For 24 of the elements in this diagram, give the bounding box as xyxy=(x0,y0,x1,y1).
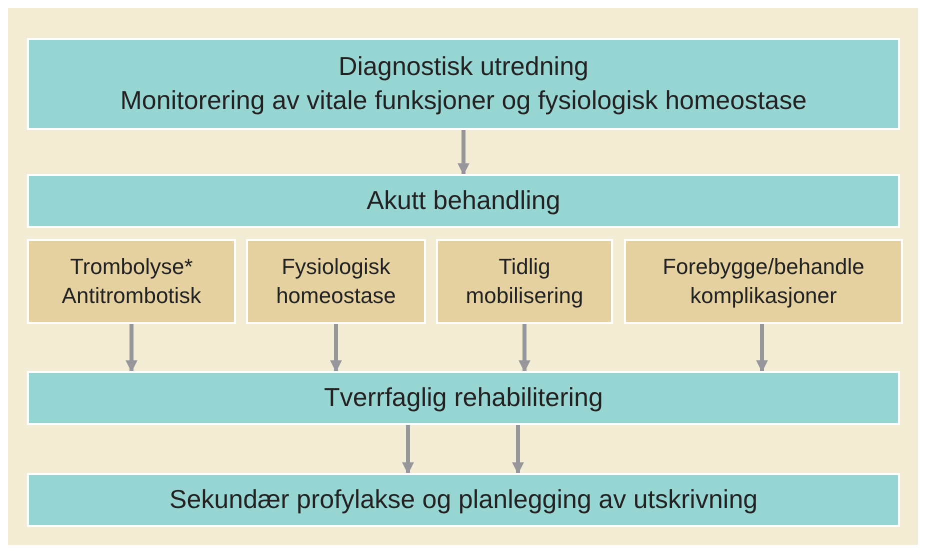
arrow xyxy=(126,324,138,372)
box-text: Diagnostisk utredning xyxy=(338,50,589,84)
task-box xyxy=(27,239,236,324)
task-box xyxy=(436,239,613,324)
arrow xyxy=(518,324,530,372)
box-text: Akutt behandling xyxy=(366,184,560,218)
task-box xyxy=(624,239,903,324)
box-text: Trombolyse* Antitrombotisk xyxy=(60,252,202,310)
box-text: Tverrfaglig rehabilitering xyxy=(324,381,603,414)
arrow xyxy=(512,425,524,474)
process-box xyxy=(27,473,900,527)
arrow xyxy=(458,130,470,176)
task-box xyxy=(246,239,426,324)
process-box xyxy=(27,371,900,425)
process-box xyxy=(27,174,900,228)
arrow xyxy=(402,425,414,474)
arrow xyxy=(330,324,342,372)
box-text: Sekundær profylakse og planlegging av utskrivning xyxy=(169,483,758,516)
box-text: Tidlig mobilisering xyxy=(464,252,584,310)
box-text: Fysiologisk homeostase xyxy=(275,252,397,310)
box-text: Forebygge/behandle komplikasjoner xyxy=(662,252,866,310)
arrow xyxy=(756,324,768,372)
box-text: Monitorering av vitale funksjoner og fysiologisk homeostase xyxy=(120,84,807,117)
process-box xyxy=(27,38,900,130)
